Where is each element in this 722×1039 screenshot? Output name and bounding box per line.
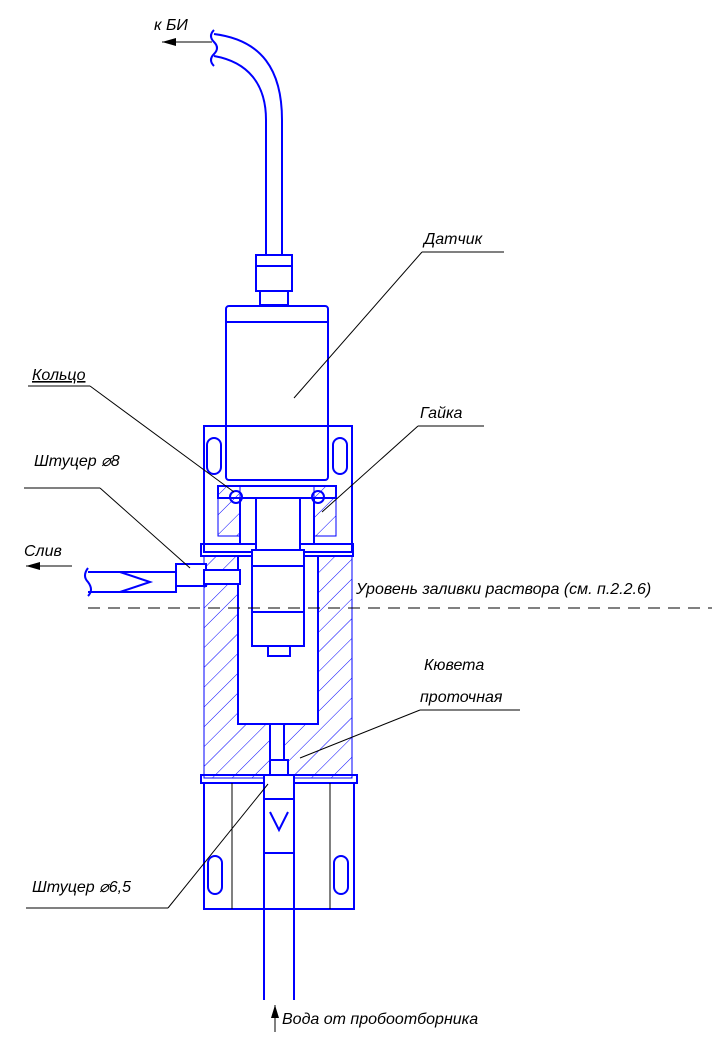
label-to-bi: к БИ <box>154 17 188 34</box>
label-cuvette-line1: Кювета <box>424 657 484 674</box>
label-fitting-8: Штуцер ⌀8 <box>34 453 120 470</box>
label-ring: Кольцо <box>32 367 86 384</box>
label-cuvette-line2: проточная <box>420 689 503 706</box>
sensor-probe <box>251 497 305 657</box>
label-sensor: Датчик <box>422 231 484 248</box>
nut-section <box>200 485 354 557</box>
label-drain: Слив <box>24 543 62 560</box>
arrow-to-bi <box>162 38 212 46</box>
arrow-drain <box>26 562 72 570</box>
label-water-in: Вода от пробоотборника <box>282 1011 478 1028</box>
cable <box>210 29 283 255</box>
sensor-connector <box>255 254 293 306</box>
inlet-fitting <box>263 759 295 1000</box>
leaders <box>24 251 520 909</box>
label-fitting-6-5: Штуцер ⌀6,5 <box>32 879 131 896</box>
label-fill-level: Уровень заливки раствора (см. п.2.2.6) <box>355 581 651 598</box>
drain-fitting <box>84 563 241 597</box>
sensor-body <box>225 305 329 481</box>
label-nut: Гайка <box>420 405 463 422</box>
arrow-water-in <box>271 1005 279 1032</box>
